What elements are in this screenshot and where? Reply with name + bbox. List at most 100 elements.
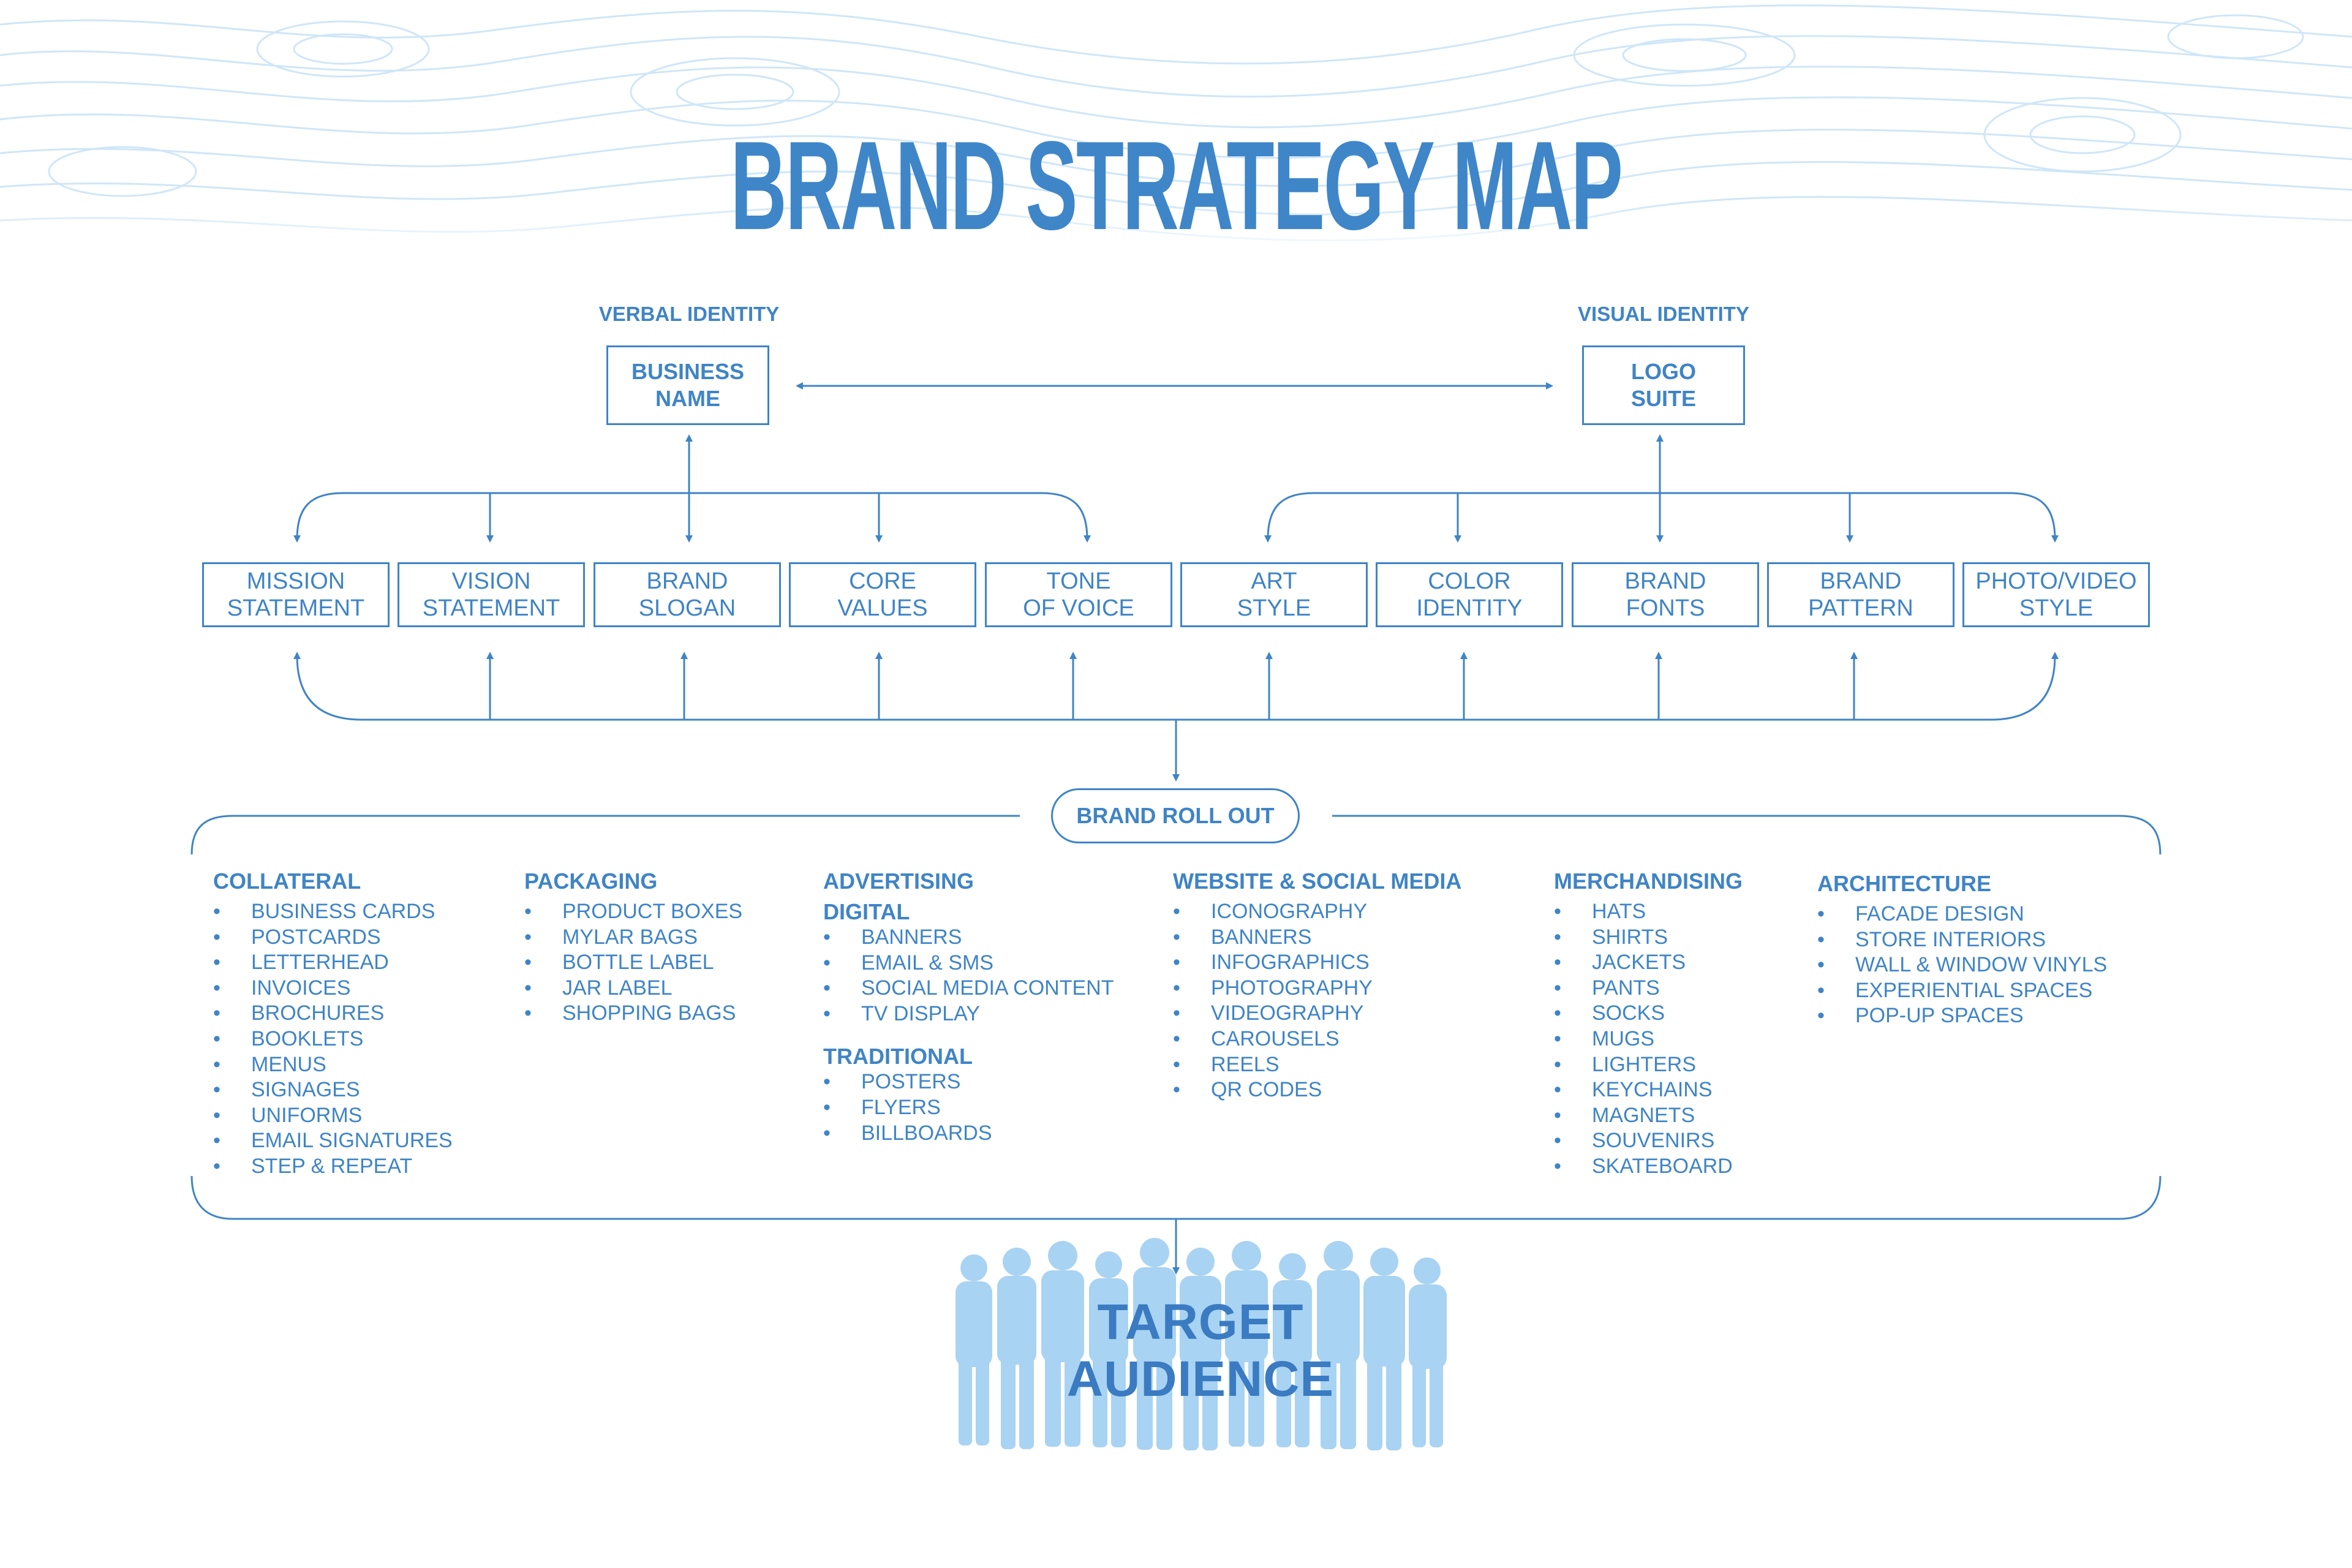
visual-identity-heading: VISUAL IDENTITY <box>1578 303 1749 325</box>
list-item: JACKETS <box>1554 950 1743 976</box>
person-silhouette <box>997 1248 1036 1449</box>
list-item: EMAIL & SMS <box>823 951 1114 976</box>
brand-pattern-box: BRAND PATTERN <box>1767 562 1954 627</box>
verbal-identity-heading: VERBAL IDENTITY <box>598 303 780 325</box>
list-item: SOCKS <box>1554 1001 1743 1027</box>
traditional-subheading: TRADITIONAL <box>823 1044 973 1069</box>
person-silhouette <box>1225 1241 1268 1447</box>
person-silhouette <box>1133 1238 1176 1450</box>
person-silhouette <box>1089 1251 1128 1447</box>
logo-suite-box: LOGO SUITE <box>1582 345 1745 425</box>
list-item: MAGNETS <box>1554 1103 1743 1129</box>
color-identity-box: COLOR IDENTITY <box>1376 562 1563 627</box>
list-item: POP-UP SPACES <box>1817 1003 2107 1029</box>
person-silhouette <box>1317 1241 1360 1449</box>
person-silhouette <box>1041 1241 1084 1447</box>
list-item: KEYCHAINS <box>1554 1077 1743 1103</box>
list-item: QR CODES <box>1173 1077 1461 1103</box>
list-item: BOOKLETS <box>213 1027 453 1052</box>
mission-statement-box: MISSION STATEMENT <box>202 562 390 627</box>
list-item: POSTCARDS <box>213 925 453 951</box>
list-item: WALL & WINDOW VINYLS <box>1817 952 2107 978</box>
list-item: FLYERS <box>823 1095 1114 1121</box>
people-silhouettes <box>956 1238 1447 1450</box>
person-silhouette <box>1409 1257 1447 1447</box>
person-silhouette <box>1363 1248 1405 1450</box>
architecture-heading: ARCHITECTURE <box>1817 871 1991 896</box>
topographic-pattern <box>0 4 2352 257</box>
list-item: BILLBOARDS <box>823 1121 1114 1147</box>
page-title: BRAND STRATEGY MAP <box>730 115 1623 256</box>
architecture-column: ARCHITECTURE FACADE DESIGN STORE INTERIO… <box>1817 866 2107 1029</box>
list-item: FACADE DESIGN <box>1817 902 2107 927</box>
brand-fonts-box: BRAND FONTS <box>1572 562 1759 627</box>
list-item: SKATEBOARD <box>1554 1154 1743 1180</box>
list-item: POSTERS <box>823 1069 1114 1095</box>
photo-video-style-box: PHOTO/VIDEO STYLE <box>1962 562 2150 627</box>
list-item: EMAIL SIGNATURES <box>213 1128 453 1154</box>
list-item: TV DISPLAY <box>823 1001 1114 1027</box>
list-item: JAR LABEL <box>524 976 742 1001</box>
list-item: VIDEOGRAPHY <box>1173 1001 1461 1027</box>
collateral-column: COLLATERAL BUSINESS CARDS POSTCARDS LETT… <box>213 864 453 1180</box>
person-silhouette <box>1180 1248 1221 1450</box>
tone-of-voice-box: TONE OF VOICE <box>985 562 1172 627</box>
website-social-list: ICONOGRAPHY BANNERS INFOGRAPHICS PHOTOGR… <box>1173 899 1461 1103</box>
digital-subheading: DIGITAL <box>823 899 910 924</box>
list-item: REELS <box>1173 1052 1461 1078</box>
list-item: PANTS <box>1554 976 1743 1001</box>
art-style-box: ART STYLE <box>1180 562 1368 627</box>
traditional-list: POSTERS FLYERS BILLBOARDS <box>823 1069 1114 1146</box>
brand-roll-out-label: BRAND ROLL OUT <box>1076 803 1275 828</box>
core-values-box: CORE VALUES <box>789 562 976 627</box>
list-item: BROCHURES <box>213 1001 453 1027</box>
target-audience-line2: AUDIENCE <box>1066 1351 1335 1407</box>
list-item: SHOPPING BAGS <box>524 1001 742 1027</box>
person-silhouette <box>1273 1253 1312 1447</box>
list-item: INFOGRAPHICS <box>1173 950 1461 976</box>
website-social-heading: WEBSITE & SOCIAL MEDIA <box>1173 869 1462 894</box>
brand-roll-out-pill: BRAND ROLL OUT <box>1051 788 1300 843</box>
target-audience-line1: TARGET <box>1097 1294 1304 1350</box>
list-item: EXPERIENTIAL SPACES <box>1817 978 2107 1004</box>
brand-slogan-box: BRAND SLOGAN <box>594 562 781 627</box>
list-item: MENUS <box>213 1052 453 1078</box>
packaging-heading: PACKAGING <box>524 869 658 894</box>
list-item: LIGHTERS <box>1554 1052 1743 1078</box>
list-item: PRODUCT BOXES <box>524 899 742 925</box>
vision-statement-box: VISION STATEMENT <box>398 562 585 627</box>
website-social-column: WEBSITE & SOCIAL MEDIA ICONOGRAPHY BANNE… <box>1173 864 1461 1103</box>
packaging-column: PACKAGING PRODUCT BOXES MYLAR BAGS BOTTL… <box>524 864 742 1027</box>
list-item: UNIFORMS <box>213 1103 453 1129</box>
list-item: BANNERS <box>823 925 1114 951</box>
digital-list: BANNERS EMAIL & SMS SOCIAL MEDIA CONTENT… <box>823 925 1114 1027</box>
person-silhouette <box>956 1254 992 1446</box>
list-item: SOCIAL MEDIA CONTENT <box>823 976 1114 1001</box>
packaging-list: PRODUCT BOXES MYLAR BAGS BOTTLE LABEL JA… <box>524 899 742 1027</box>
list-item: HATS <box>1554 899 1743 925</box>
advertising-column: ADVERTISING DIGITAL BANNERS EMAIL & SMS … <box>823 864 1114 1146</box>
list-item: BANNERS <box>1173 925 1461 951</box>
list-item: SOUVENIRS <box>1554 1128 1743 1154</box>
list-item: BOTTLE LABEL <box>524 950 742 976</box>
list-item: ICONOGRAPHY <box>1173 899 1461 925</box>
list-item: SIGNAGES <box>213 1077 453 1103</box>
logo-suite-label: LOGO SUITE <box>1630 359 1696 411</box>
business-name-box: BUSINESS NAME <box>606 345 769 425</box>
list-item: PHOTOGRAPHY <box>1173 976 1461 1001</box>
list-item: BUSINESS CARDS <box>213 899 453 925</box>
business-name-label: BUSINESS NAME <box>631 359 745 411</box>
list-item: MYLAR BAGS <box>524 925 742 951</box>
list-item: STORE INTERIORS <box>1817 927 2107 953</box>
merchandising-heading: MERCHANDISING <box>1554 869 1743 894</box>
advertising-heading: ADVERTISING <box>823 869 974 894</box>
merchandising-column: MERCHANDISING HATS SHIRTS JACKETS PANTS … <box>1554 864 1743 1180</box>
list-item: LETTERHEAD <box>213 950 453 976</box>
list-item: STEP & REPEAT <box>213 1154 453 1180</box>
collateral-heading: COLLATERAL <box>213 869 361 894</box>
list-item: SHIRTS <box>1554 925 1743 951</box>
collateral-list: BUSINESS CARDS POSTCARDS LETTERHEAD INVO… <box>213 899 453 1180</box>
list-item: CAROUSELS <box>1173 1027 1461 1052</box>
architecture-list: FACADE DESIGN STORE INTERIORS WALL & WIN… <box>1817 902 2107 1029</box>
